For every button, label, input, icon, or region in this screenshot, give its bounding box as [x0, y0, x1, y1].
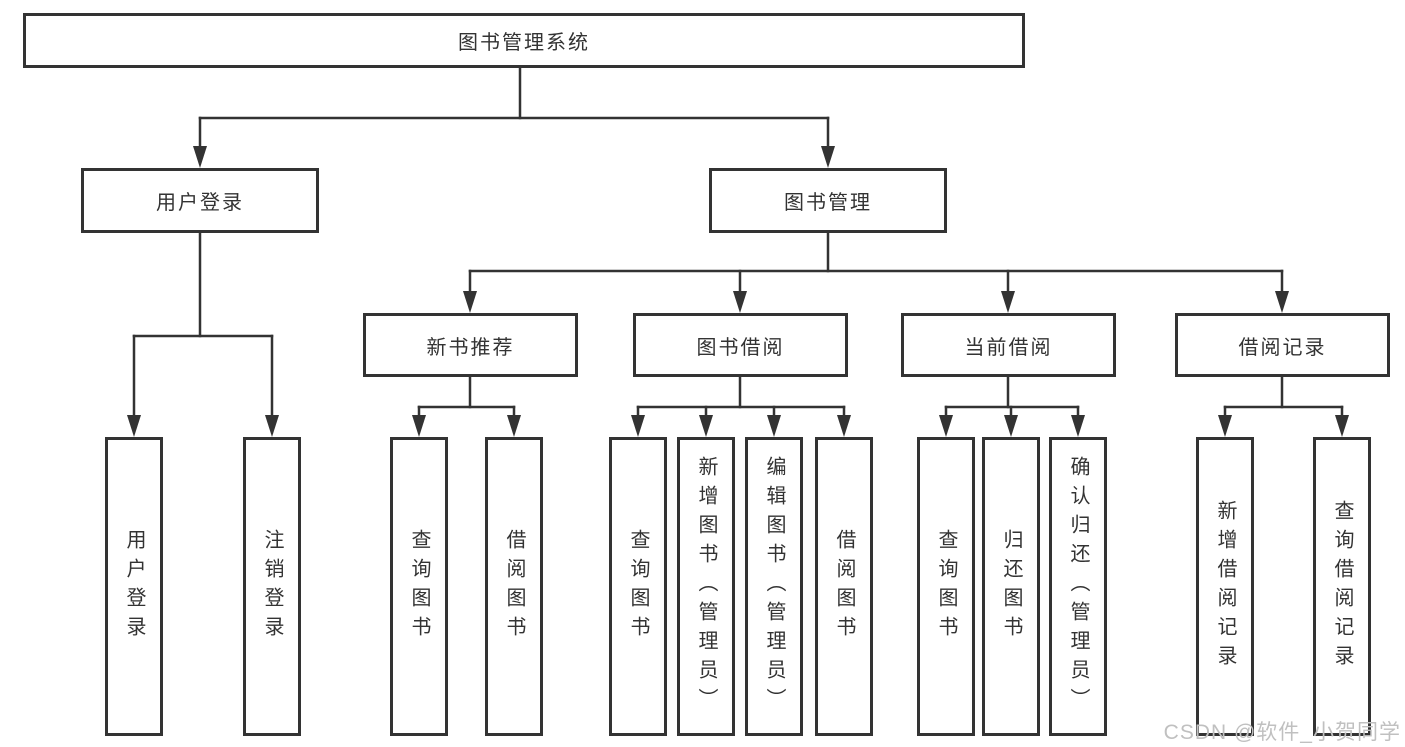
leaf-query-books-recommend-label: 查询图书	[408, 528, 430, 645]
leaf-query-books-borrow-label: 查询图书	[627, 528, 649, 645]
leaf-add-book-admin-label: 新增图书（管理员）	[695, 456, 717, 717]
leaf-user-login-label: 用户登录	[123, 528, 145, 645]
node-user-login: 用户登录	[81, 168, 319, 233]
leaf-add-borrow-record: 新增借阅记录	[1196, 437, 1254, 736]
leaf-query-books-current: 查询图书	[917, 437, 975, 736]
node-book-borrow-label: 图书借阅	[696, 336, 785, 359]
leaf-borrow-books-recommend: 借阅图书	[485, 437, 543, 736]
leaf-borrow-books: 借阅图书	[815, 437, 873, 736]
node-root: 图书管理系统	[23, 13, 1025, 68]
leaf-query-books-current-label: 查询图书	[935, 528, 957, 645]
leaf-add-book-admin: 新增图书（管理员）	[677, 437, 735, 736]
leaf-logout-label: 注销登录	[261, 528, 283, 645]
leaf-return-books-label: 归还图书	[1000, 528, 1022, 645]
node-book-borrow: 图书借阅	[633, 313, 848, 377]
leaf-query-books-borrow: 查询图书	[609, 437, 667, 736]
leaf-user-login: 用户登录	[105, 437, 163, 736]
leaf-logout: 注销登录	[243, 437, 301, 736]
leaf-confirm-return-admin-label: 确认归还（管理员）	[1067, 456, 1089, 717]
leaf-borrow-books-recommend-label: 借阅图书	[503, 528, 525, 645]
csdn-watermark: CSDN @软件_小贺同学	[1163, 721, 1401, 744]
node-new-book: 新书推荐	[363, 313, 578, 377]
node-new-book-label: 新书推荐	[426, 336, 515, 359]
node-current-borrow: 当前借阅	[901, 313, 1116, 377]
leaf-query-borrow-record: 查询借阅记录	[1313, 437, 1371, 736]
leaf-query-borrow-record-label: 查询借阅记录	[1331, 499, 1353, 674]
node-user-login-label: 用户登录	[156, 192, 244, 214]
node-borrow-record: 借阅记录	[1175, 313, 1390, 377]
node-borrow-record-label: 借阅记录	[1238, 336, 1327, 359]
node-root-label: 图书管理系统	[458, 32, 590, 54]
leaf-edit-book-admin-label: 编辑图书（管理员）	[763, 456, 785, 717]
leaf-add-borrow-record-label: 新增借阅记录	[1214, 499, 1236, 674]
leaf-borrow-books-label: 借阅图书	[833, 528, 855, 645]
node-current-borrow-label: 当前借阅	[964, 336, 1053, 359]
leaf-confirm-return-admin: 确认归还（管理员）	[1049, 437, 1107, 736]
leaf-query-books-recommend: 查询图书	[390, 437, 448, 736]
node-book-mgmt-label: 图书管理	[784, 192, 872, 214]
leaf-return-books: 归还图书	[982, 437, 1040, 736]
leaf-edit-book-admin: 编辑图书（管理员）	[745, 437, 803, 736]
node-book-mgmt: 图书管理	[709, 168, 947, 233]
